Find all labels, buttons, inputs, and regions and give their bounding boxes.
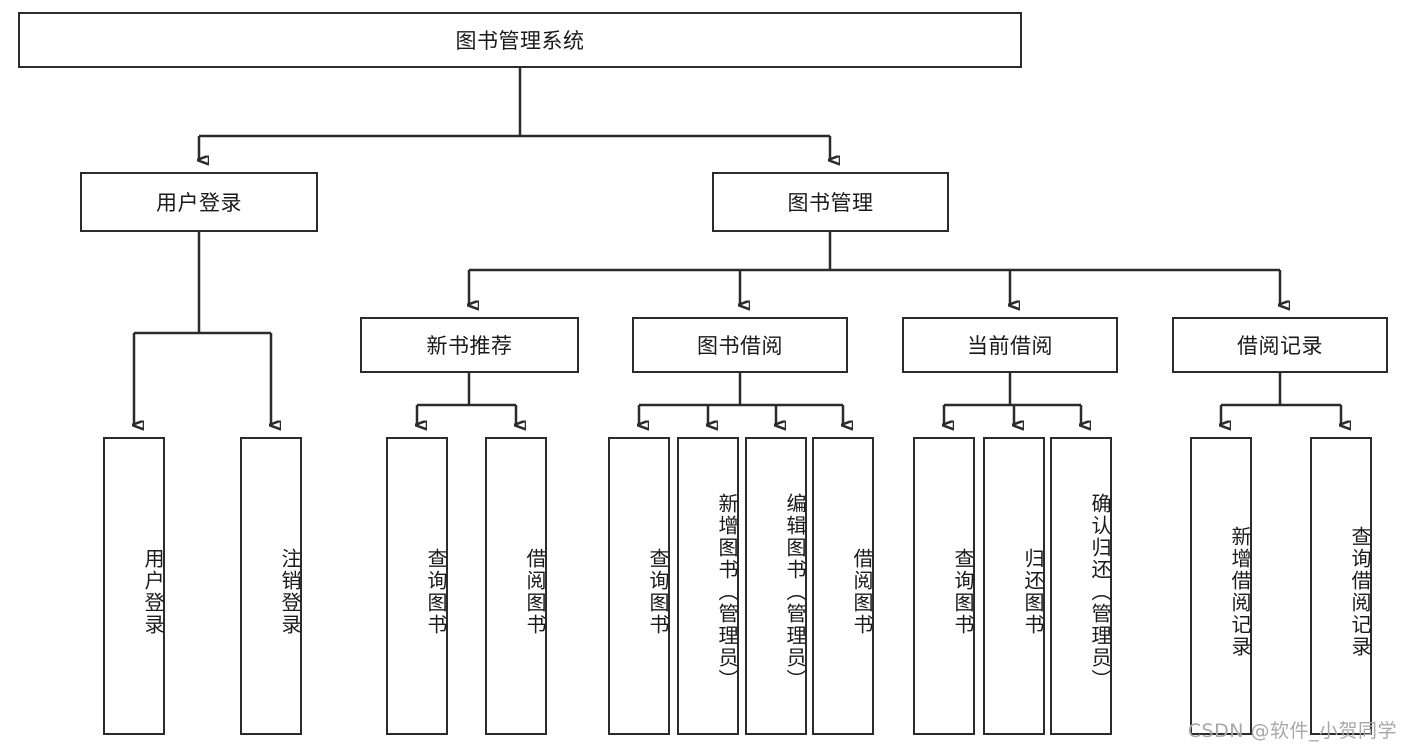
node-book-management[interactable]: 图书管理 (712, 172, 949, 232)
leaf-confirm-return-admin[interactable]: 确认归还（管理员） (1050, 437, 1112, 735)
leaf-add-book-admin[interactable]: 新增图书（管理员） (677, 437, 739, 735)
watermark: CSDN @软件_小贺同学 (1187, 720, 1397, 742)
node-label: 归还图书 (1021, 548, 1045, 636)
node-label: 查询图书 (424, 548, 448, 636)
node-label: 借阅记录 (1237, 334, 1323, 358)
node-label: 图书管理 (787, 191, 874, 215)
node-label: 查询图书 (951, 548, 975, 636)
node-label: 编辑图书（管理员） (783, 493, 807, 691)
leaf-query-borrow-record[interactable]: 查询借阅记录 (1310, 437, 1372, 735)
node-label: 查询借阅记录 (1348, 526, 1372, 658)
node-label: 查询图书 (646, 548, 670, 636)
leaf-query-book-recommend[interactable]: 查询图书 (386, 437, 448, 735)
leaf-add-borrow-record[interactable]: 新增借阅记录 (1190, 437, 1252, 735)
leaf-borrow-book[interactable]: 借阅图书 (812, 437, 874, 735)
node-label: 确认归还（管理员） (1088, 493, 1112, 691)
node-label: 图书借阅 (697, 334, 783, 358)
leaf-borrow-book-recommend[interactable]: 借阅图书 (485, 437, 547, 735)
leaf-query-book-current[interactable]: 查询图书 (913, 437, 975, 735)
node-book-borrow[interactable]: 图书借阅 (632, 317, 848, 373)
node-new-book-recommend[interactable]: 新书推荐 (360, 317, 579, 373)
node-label: 注销登录 (278, 548, 302, 636)
node-borrow-record[interactable]: 借阅记录 (1172, 317, 1388, 373)
node-label: 新增借阅记录 (1228, 526, 1252, 658)
leaf-query-book-borrow[interactable]: 查询图书 (608, 437, 670, 735)
node-label: 图书管理系统 (455, 29, 585, 53)
leaf-logout[interactable]: 注销登录 (240, 437, 302, 735)
node-label: 用户登录 (156, 191, 242, 215)
leaf-edit-book-admin[interactable]: 编辑图书（管理员） (745, 437, 807, 735)
leaf-return-book[interactable]: 归还图书 (983, 437, 1045, 735)
node-label: 借阅图书 (523, 548, 547, 636)
node-label: 借阅图书 (850, 548, 874, 636)
node-user-login[interactable]: 用户登录 (80, 172, 318, 232)
node-root[interactable]: 图书管理系统 (18, 12, 1022, 68)
node-label: 新增图书（管理员） (715, 493, 739, 691)
node-current-borrow[interactable]: 当前借阅 (902, 317, 1118, 373)
leaf-user-login[interactable]: 用户登录 (103, 437, 165, 735)
node-label: 新书推荐 (426, 334, 513, 358)
node-label: 用户登录 (141, 548, 165, 636)
node-label: 当前借阅 (967, 334, 1053, 358)
